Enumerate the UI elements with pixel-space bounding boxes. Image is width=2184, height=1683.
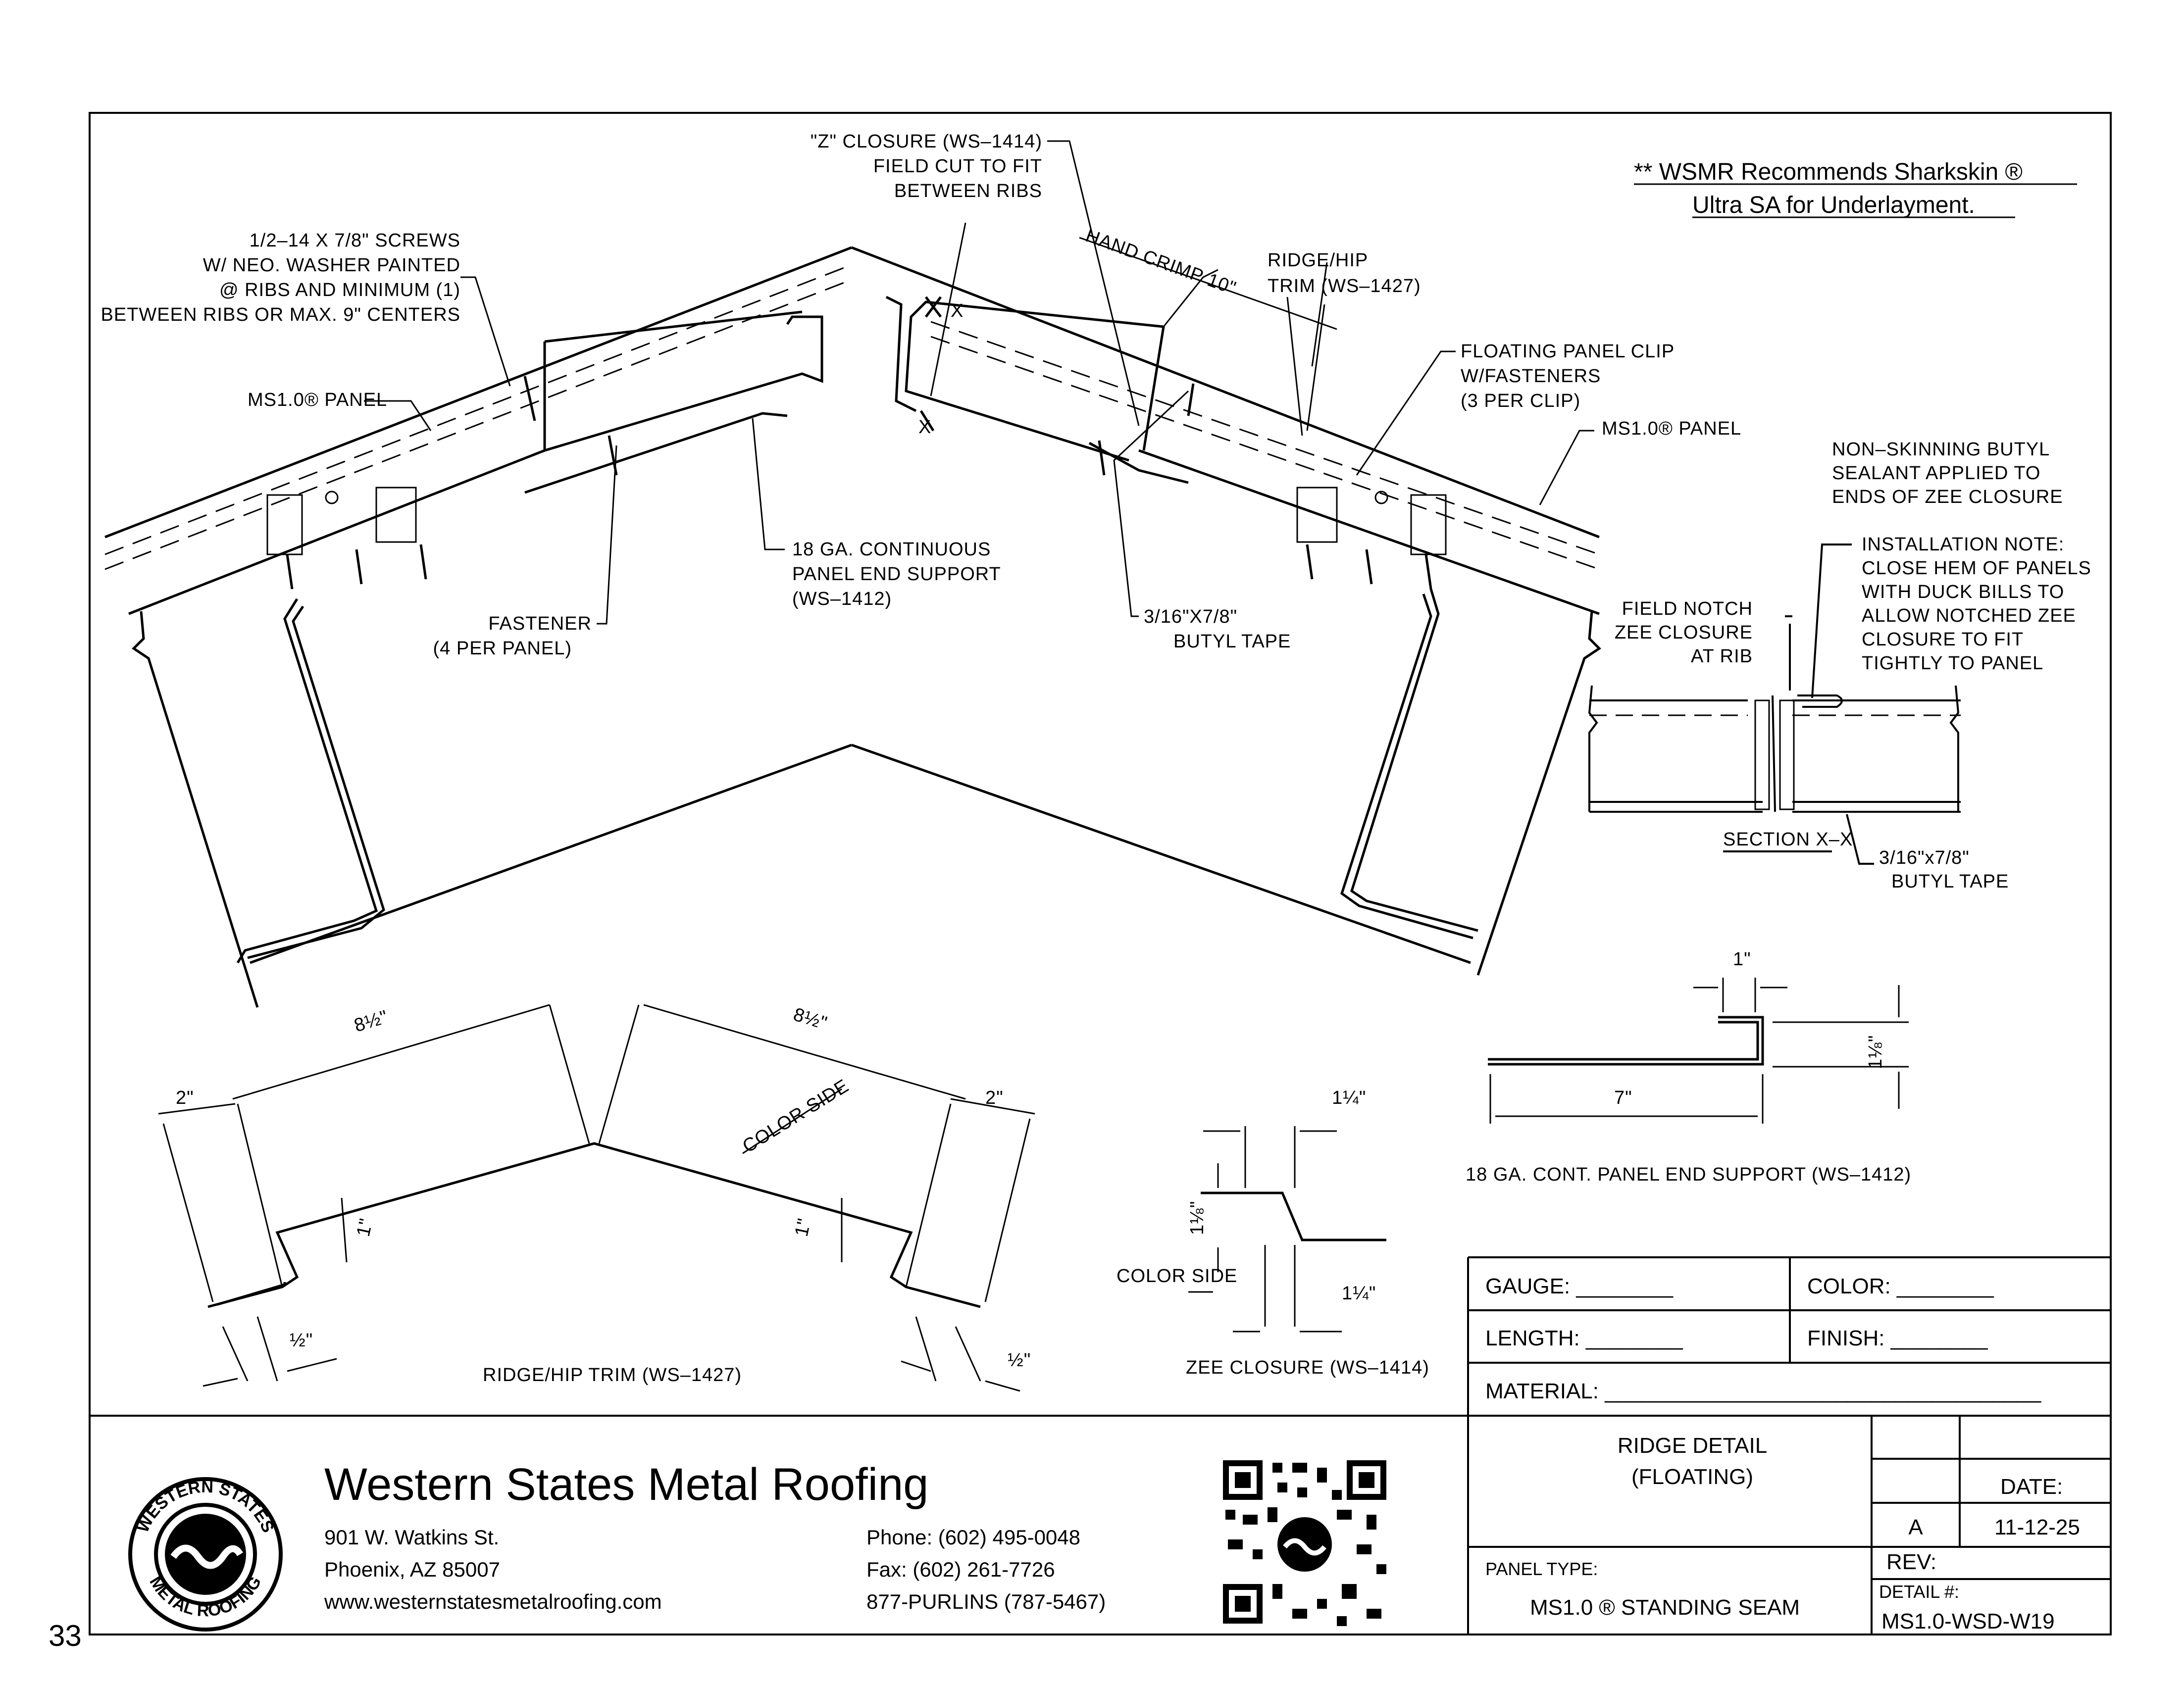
section-x-x bbox=[1588, 544, 1961, 865]
trim-caption: RIDGE/HIP TRIM (WS–1427) bbox=[483, 1365, 742, 1386]
hand-crimp-callout: HAND CRIMP 10" bbox=[1083, 225, 1239, 299]
install-note-5: CLOSURE TO FIT bbox=[1862, 629, 2024, 650]
panel-right-callout: MS1.0® PANEL bbox=[1602, 418, 1741, 439]
underlayment-note: ** WSMR Recommends Sharkskin ® Ultra SA … bbox=[1634, 159, 2077, 218]
title-line-2: (FLOATING) bbox=[1631, 1465, 1753, 1489]
ridge-trim-detail: 8½" 8½" 2" 2" 1" 1" ½" ½" COLOR SIDE RID… bbox=[158, 1004, 1035, 1392]
trim-dim-2-right: 2" bbox=[985, 1088, 1004, 1108]
screws-callout-4: BETWEEN RIBS OR MAX. 9" CENTERS bbox=[101, 304, 461, 325]
detail-number: MS1.0-WSD-W19 bbox=[1881, 1609, 2055, 1634]
support-dim-7: 7" bbox=[1614, 1088, 1632, 1108]
finish-field: FINISH: ________ bbox=[1807, 1326, 1988, 1350]
company-purlins: 877-PURLINS (787-5467) bbox=[866, 1590, 1106, 1613]
floating-clip-callout-1: FLOATING PANEL CLIP bbox=[1461, 341, 1675, 362]
gauge-field: GAUGE: ________ bbox=[1485, 1274, 1674, 1298]
ridge-trim-callout-2: TRIM (WS–1427) bbox=[1268, 276, 1421, 297]
install-note-2: CLOSE HEM OF PANELS bbox=[1862, 558, 2091, 579]
note-line-1: ** WSMR Recommends Sharkskin ® bbox=[1634, 159, 2023, 185]
install-note-1: INSTALLATION NOTE: bbox=[1862, 534, 2064, 555]
end-support-callout-3: (WS–1412) bbox=[792, 589, 892, 609]
section-tape-1: 3/16"x7/8" bbox=[1879, 847, 1970, 868]
install-note-6: TIGHTLY TO PANEL bbox=[1862, 653, 2043, 674]
screws-callout-3: @ RIBS AND MINIMUM (1) bbox=[219, 280, 460, 300]
floating-clip-callout-2: W/FASTENERS bbox=[1461, 366, 1601, 387]
non-skinning-callout-2: SEALANT APPLIED TO bbox=[1832, 463, 2040, 484]
z-closure-callout-3: BETWEEN RIBS bbox=[894, 181, 1042, 201]
detail-label: DETAIL #: bbox=[1879, 1582, 1959, 1602]
zee-dim-top: 1¼" bbox=[1332, 1088, 1366, 1108]
company-name: Western States Metal Roofing bbox=[324, 1459, 928, 1510]
company-city: Phoenix, AZ 85007 bbox=[324, 1558, 500, 1581]
support-dim-height: 1⅛" bbox=[1865, 1035, 1886, 1069]
drawing-frame bbox=[89, 112, 2112, 1635]
date-label: DATE: bbox=[2000, 1475, 2063, 1499]
floating-clip-callout-3: (3 PER CLIP) bbox=[1461, 391, 1580, 411]
trim-dim-2-left: 2" bbox=[176, 1088, 194, 1108]
zee-caption: ZEE CLOSURE (WS–1414) bbox=[1186, 1357, 1429, 1378]
z-closure-callout-1: "Z" CLOSURE (WS–1414) bbox=[811, 131, 1042, 152]
note-line-2: Ultra SA for Underlayment. bbox=[1692, 192, 1975, 218]
screws-callout-2: W/ NEO. WASHER PAINTED bbox=[203, 255, 460, 276]
support-dim-1: 1" bbox=[1733, 949, 1751, 970]
date-value: 11-12-25 bbox=[1994, 1515, 2080, 1539]
z-closure-callout-2: FIELD CUT TO FIT bbox=[873, 156, 1042, 177]
zee-color-side: COLOR SIDE bbox=[1117, 1266, 1237, 1287]
field-notch-callout-1: FIELD NOTCH bbox=[1622, 598, 1753, 619]
zee-dim-height: 1⅛" bbox=[1187, 1201, 1208, 1235]
non-skinning-callout-3: ENDS OF ZEE CLOSURE bbox=[1832, 487, 2063, 507]
field-notch-callout-3: AT RIB bbox=[1691, 646, 1753, 667]
zee-dim-bottom: 1¼" bbox=[1342, 1283, 1376, 1304]
company-logo: WESTERN STATES METAL ROOFING bbox=[128, 1477, 283, 1632]
trim-dim-half-right: ½" bbox=[1008, 1350, 1031, 1371]
company-street: 901 W. Watkins St. bbox=[324, 1526, 499, 1549]
support-caption: 18 GA. CONT. PANEL END SUPPORT (WS–1412) bbox=[1466, 1164, 1911, 1185]
screws-callout-1: 1/2–14 X 7/8" SCREWS bbox=[250, 230, 460, 251]
color-field: COLOR: ________ bbox=[1807, 1274, 1994, 1298]
trim-dim-8-half-right: 8½" bbox=[791, 1004, 830, 1034]
company-fax: Fax: (602) 261-7726 bbox=[866, 1558, 1055, 1581]
trim-dim-8-half-left: 8½" bbox=[352, 1006, 391, 1036]
end-support-callout-1: 18 GA. CONTINUOUS bbox=[792, 539, 991, 560]
non-skinning-callout-1: NON–SKINNING BUTYL bbox=[1832, 439, 2050, 460]
section-label: SECTION X–X bbox=[1723, 829, 1853, 850]
trim-dim-half-left: ½" bbox=[290, 1330, 313, 1351]
company-web: www.westernstatesmetalroofing.com bbox=[324, 1590, 662, 1613]
company-phone: Phone: (602) 495-0048 bbox=[866, 1526, 1080, 1549]
end-support-detail: 1" 7" 1⅛" 18 GA. CONT. PANEL END SUPPORT… bbox=[1466, 949, 1911, 1185]
panel-left-callout: MS1.0® PANEL bbox=[248, 390, 387, 410]
zee-closure-detail: 1¼" 1¼" 1⅛" COLOR SIDE ZEE CLOSURE (WS–1… bbox=[1117, 1088, 1429, 1378]
x-mark-bottom: X bbox=[918, 417, 931, 438]
trim-dim-1-left: 1" bbox=[353, 1216, 377, 1238]
panel-type-label: PANEL TYPE: bbox=[1485, 1559, 1598, 1579]
leader-lines bbox=[364, 140, 1594, 625]
title-block: RIDGE DETAIL (FLOATING) PANEL TYPE: MS1.… bbox=[1485, 1434, 2080, 1634]
spec-fields: GAUGE: ________ COLOR: ________ LENGTH: … bbox=[1485, 1274, 2041, 1403]
x-mark-top: X bbox=[951, 300, 964, 321]
section-tape-2: BUTYL TAPE bbox=[1891, 871, 2009, 892]
page-number: 33 bbox=[49, 1619, 82, 1652]
rev-letter: A bbox=[1908, 1515, 1923, 1539]
fastener-callout-2: (4 PER PANEL) bbox=[433, 638, 572, 659]
fastener-callout-1: FASTENER bbox=[488, 613, 592, 634]
butyl-tape-callout-2: BUTYL TAPE bbox=[1173, 631, 1291, 652]
end-support-callout-2: PANEL END SUPPORT bbox=[792, 564, 1001, 585]
rev-label: REV: bbox=[1886, 1550, 1936, 1574]
field-notch-callout-2: ZEE CLOSURE bbox=[1615, 622, 1753, 643]
qr-code bbox=[1218, 1455, 1391, 1629]
trim-dim-1-right: 1" bbox=[791, 1216, 815, 1238]
callouts: 1/2–14 X 7/8" SCREWS W/ NEO. WASHER PAIN… bbox=[101, 131, 2091, 892]
trim-color-side: COLOR SIDE bbox=[739, 1076, 853, 1157]
butyl-tape-callout-1: 3/16"X7/8" bbox=[1144, 606, 1237, 627]
ridge-section bbox=[104, 246, 1601, 1008]
ridge-trim-callout-1: RIDGE/HIP bbox=[1268, 250, 1368, 271]
title-line-1: RIDGE DETAIL bbox=[1618, 1434, 1767, 1458]
material-field: MATERIAL: ______________________________… bbox=[1485, 1379, 2041, 1403]
install-note-4: ALLOW NOTCHED ZEE bbox=[1862, 605, 2076, 626]
length-field: LENGTH: ________ bbox=[1485, 1326, 1683, 1350]
panel-type-value: MS1.0 ® STANDING SEAM bbox=[1530, 1595, 1800, 1620]
install-note-3: WITH DUCK BILLS TO bbox=[1862, 582, 2064, 602]
